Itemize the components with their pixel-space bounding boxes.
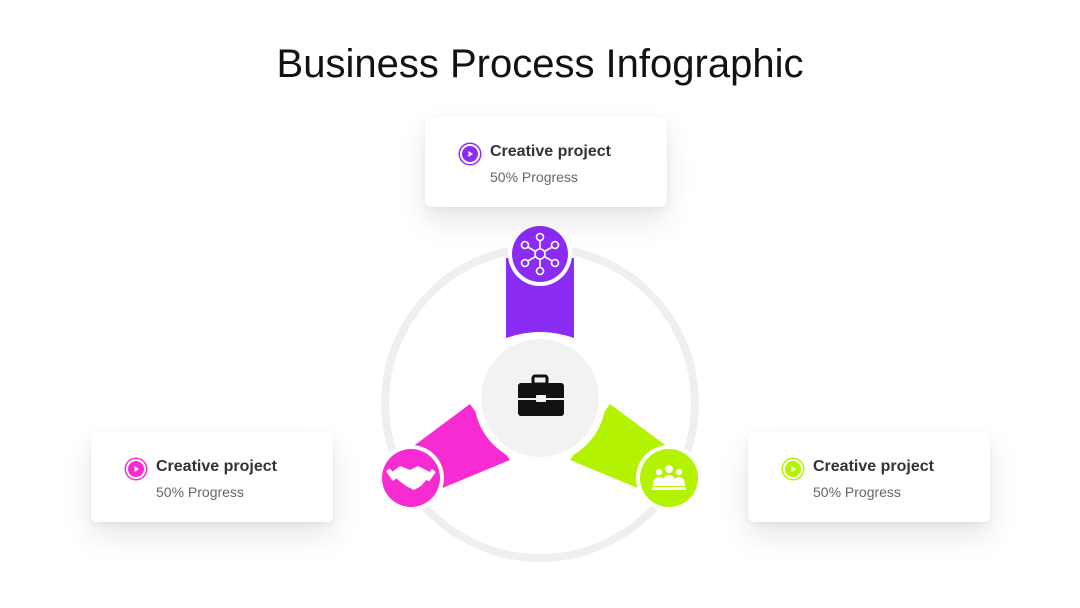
team-icon bbox=[652, 465, 686, 490]
step-2-title: Creative project bbox=[156, 458, 277, 475]
step-card-3: Creative project 50% Progress bbox=[748, 432, 990, 522]
step-1-title: Creative project bbox=[490, 143, 611, 160]
briefcase-icon bbox=[518, 374, 564, 416]
page-title: Business Process Infographic bbox=[276, 42, 804, 86]
step-card-2: Creative project 50% Progress bbox=[91, 432, 333, 522]
play-icon bbox=[126, 459, 146, 479]
play-icon bbox=[783, 459, 803, 479]
step-2-progress: 50% Progress bbox=[156, 484, 244, 500]
step-3-title: Creative project bbox=[813, 458, 934, 475]
step-3-progress: 50% Progress bbox=[813, 484, 901, 500]
handshake-icon bbox=[386, 466, 436, 490]
step-1-progress: 50% Progress bbox=[490, 169, 578, 185]
step-card-1: Creative project 50% Progress bbox=[425, 117, 667, 207]
play-icon bbox=[460, 144, 480, 164]
network-icon bbox=[520, 232, 560, 276]
